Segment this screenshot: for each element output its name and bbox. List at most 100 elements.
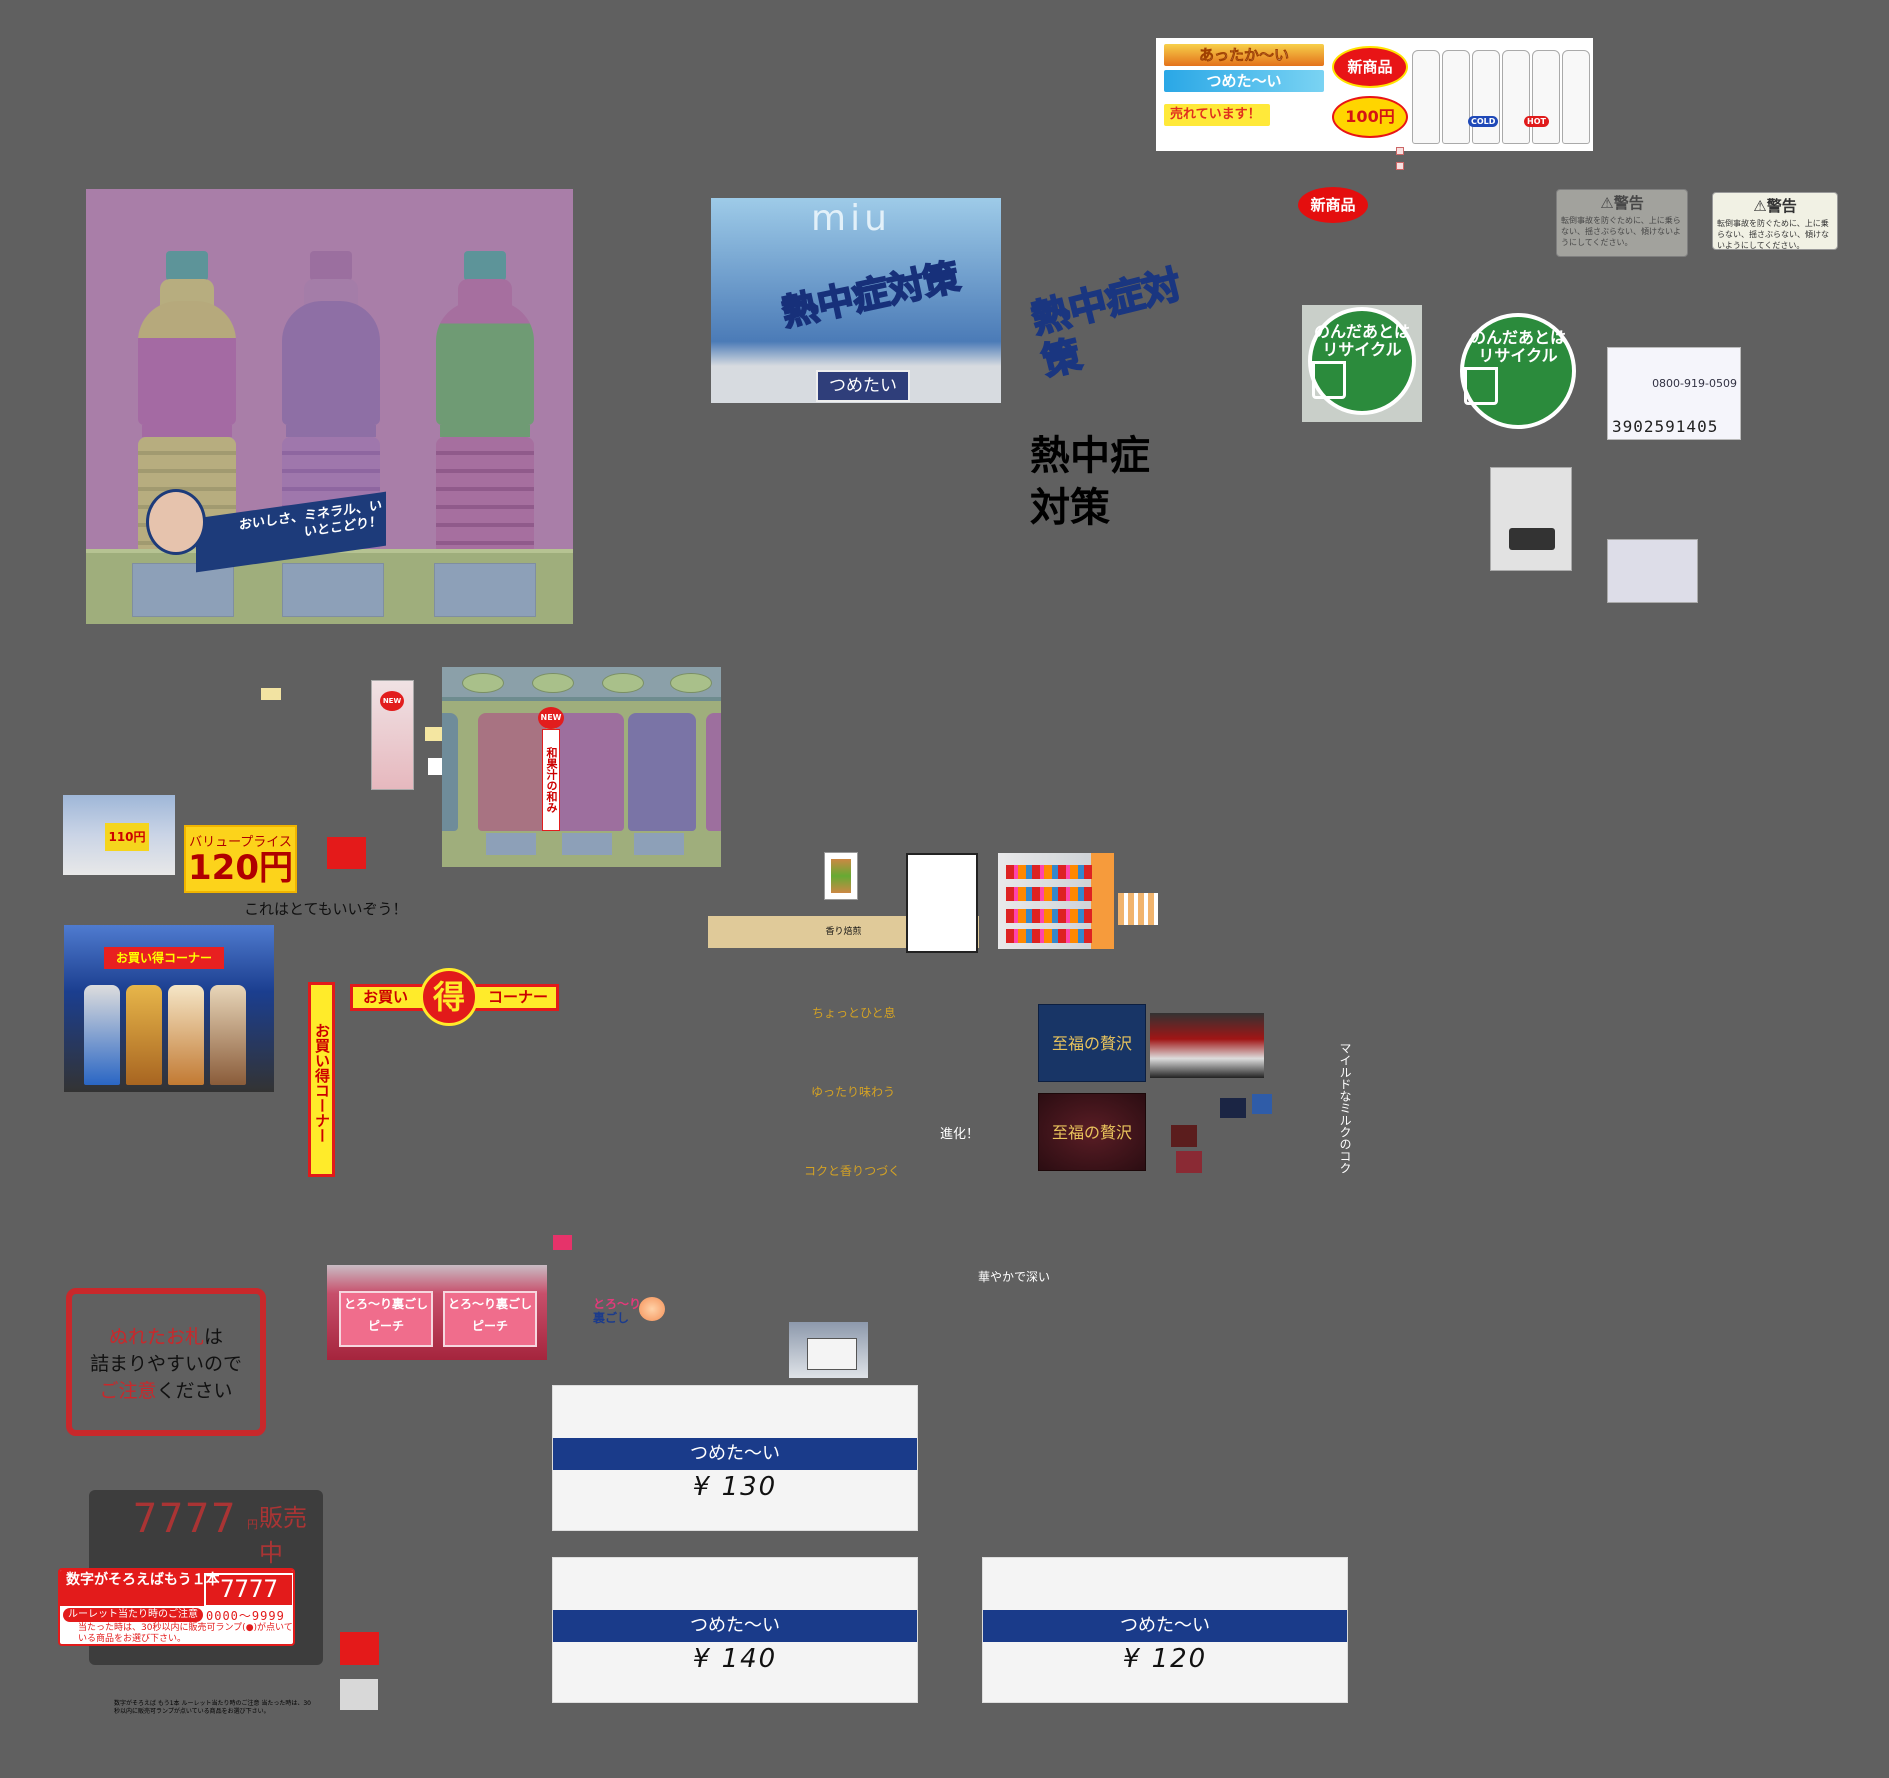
color-swatch: [1252, 1094, 1272, 1114]
card-title: 数字がそろえばもう１本: [66, 1572, 220, 1588]
serial-number: 3902591405: [1612, 417, 1719, 436]
price-slot: [282, 563, 384, 617]
card-note: 当たった時は、30秒以内に販売可ランプ(●)が点いている商品をお選び下さい。: [78, 1623, 293, 1644]
tagline-mild: マイルドなミルクのコク: [1338, 1042, 1352, 1174]
color-swatch: [1176, 1151, 1202, 1173]
can-icon: [442, 713, 458, 831]
warning-sticker: ⚠警告 転倒事故を防ぐために、上に乗らない、揺さぶらない、傾けないようにしてくだ…: [1712, 192, 1838, 250]
new-product-badge: 新商品: [1332, 46, 1408, 88]
heatstroke-logo: 熱中症対策: [1026, 261, 1186, 385]
marker-dot: [1396, 162, 1404, 170]
shelf-oval: [462, 673, 504, 693]
peach-logo-line-1: とろ〜り: [593, 1297, 642, 1311]
value-price-amount: 120円: [188, 848, 293, 888]
roulette-card: 数字がそろえばもう１本 7777 ルーレット当たり時のご注意 0000～9999…: [58, 1568, 295, 1646]
model-portrait: [146, 489, 206, 555]
recycle-text: のんだあとはリサイクル: [1313, 322, 1410, 359]
tagline-relax: ゆったり味わう: [811, 1085, 896, 1099]
color-swatch: [261, 688, 281, 700]
shelf-top: [442, 667, 721, 701]
recycle-sticker: のんだあとはリサイクル: [1460, 313, 1576, 429]
can-icon: [478, 713, 546, 831]
price-slot: [486, 833, 536, 855]
product-row: [1006, 909, 1092, 923]
bottle-icon: [1502, 50, 1530, 144]
warning-sticker: ⚠警告 転倒事故を防ぐために、上に乗らない、揺さぶらない、傾けないようにしてくだ…: [1556, 189, 1688, 257]
color-swatch: [428, 758, 445, 775]
color-swatch: [1171, 1125, 1197, 1147]
stripe-swatch: [1118, 893, 1158, 925]
bargain-corner-photo: お買い得コーナー: [64, 925, 274, 1092]
price-card-value: ¥ 140: [692, 1644, 778, 1674]
value-price-label: バリュープライス: [189, 835, 292, 850]
bottle-icon: [1412, 50, 1440, 144]
coffee-can: [824, 852, 858, 900]
price-card-label: つめた〜い: [983, 1610, 1347, 1642]
color-swatch: [1220, 1098, 1246, 1118]
shelf: [86, 549, 573, 624]
bargain-corner-vertical: お買い得コーナー: [308, 982, 335, 1177]
bottle-icon: [1442, 50, 1470, 144]
bargain-right: コーナー: [487, 988, 548, 1006]
bottle-icon: [168, 985, 204, 1085]
wet-bill-notice: ぬれたお札は 詰まりやすいので ご注意ください: [66, 1288, 266, 1436]
tagline-gorgeous: 華やかで深い: [978, 1270, 1051, 1284]
marker-dot: [1396, 147, 1404, 155]
blank-panel: [906, 853, 978, 953]
bottle-icon: [1532, 50, 1560, 144]
bottle-icon: [1472, 50, 1500, 144]
warning-body: 転倒事故を防ぐために、上に乗らない、揺さぶらない、傾けないようにしてください。: [1717, 219, 1829, 250]
product-row: [1006, 865, 1092, 879]
notice-line-2: 詰まりやすいので: [89, 1353, 242, 1375]
price-badge: 100円: [1332, 96, 1408, 138]
cold-label: つめた〜い: [1164, 70, 1324, 92]
roulette-small-text: 数字がそろえば もう1本 ルーレット当たり時のご注意 当たった時は、30秒以内に…: [114, 1700, 311, 1715]
product-name-vertical: 和果汁の和み: [542, 729, 560, 831]
price-card: つめた〜い ¥ 130: [552, 1385, 918, 1531]
bargain-emblem: 得: [420, 968, 478, 1026]
roulette-digits: 7777: [133, 1496, 238, 1542]
bottle-icon: [1562, 50, 1590, 144]
can-display-scene: NEW 和果汁の和み: [442, 667, 721, 867]
vending-machine-photo: [998, 853, 1114, 949]
peach-pack: とろ〜り裏ごしピーチ: [339, 1291, 433, 1347]
hot-tag: HOT: [1524, 116, 1549, 127]
card-notice-chip: ルーレット当たり時のご注意: [63, 1608, 203, 1622]
coin-slot: [1509, 528, 1555, 550]
value-price-photo: 110円: [63, 795, 175, 875]
price-tag-photo: [789, 1322, 868, 1378]
can-icon: [706, 713, 721, 831]
can-icon: [556, 713, 624, 831]
vending-banner: あったか〜い つめた〜い 売れています！ 新商品 100円 COLD HOT: [1156, 38, 1593, 151]
photo-price-tag: 110円: [105, 823, 149, 851]
price-slot: [434, 563, 536, 617]
price-card-label: つめた〜い: [553, 1438, 917, 1470]
coin-slot-photo: [1490, 467, 1572, 571]
bottle-icon: [126, 985, 162, 1085]
bottle-icon: [84, 985, 120, 1085]
heatstroke-line-2: 対策: [1030, 485, 1110, 531]
luxury-product-photo: [1150, 1013, 1264, 1078]
selling-indicator: 販売中: [259, 1504, 307, 1567]
shelf-oval: [602, 673, 644, 693]
yen-unit: 円: [247, 1518, 258, 1531]
color-swatch: [425, 727, 445, 741]
peach-logo: とろ〜り 裏ごし: [593, 1297, 665, 1325]
price-card-value: ¥ 120: [1122, 1644, 1208, 1674]
value-price-sign: バリュープライス 120円: [184, 825, 297, 893]
hot-label: あったか〜い: [1164, 44, 1324, 66]
peach-pack: とろ〜り裏ごしピーチ: [443, 1291, 537, 1347]
color-swatch: [340, 1679, 378, 1710]
recycle-text: のんだあとはリサイクル: [1469, 328, 1566, 365]
bottle-display-scene: おいしさ、ミネラル、いいとこどり！: [86, 189, 573, 624]
heatstroke-line-1: 熱中症: [1030, 433, 1150, 479]
price-slot: [132, 563, 234, 617]
price-card-value: ¥ 130: [692, 1472, 778, 1502]
color-swatch: [327, 837, 366, 869]
bargain-left: お買い: [363, 988, 409, 1006]
cold-label: つめたい: [816, 370, 910, 402]
machine-info-label: 0800-919-0509 3902591405: [1607, 347, 1741, 440]
tagline-rich: コクと香りつづく: [804, 1164, 901, 1178]
machine-info-label-small: [1607, 539, 1698, 603]
warning-title: ⚠警告: [1753, 197, 1797, 215]
